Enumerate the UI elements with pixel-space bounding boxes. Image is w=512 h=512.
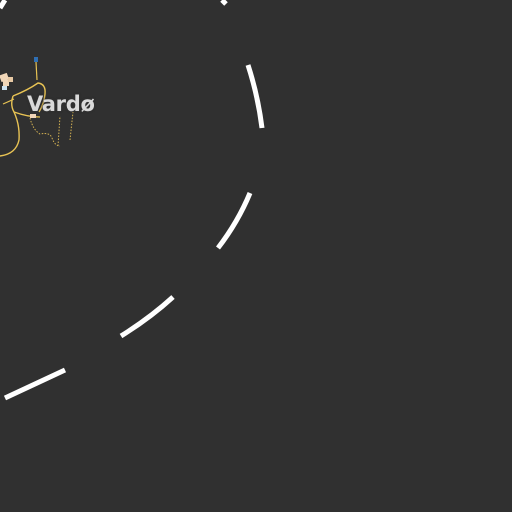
- main-road: [2, 98, 15, 105]
- main-road: [35, 61, 38, 81]
- town-features: [0, 57, 74, 157]
- boundary-dash-segment: [0, 0, 8, 10]
- boundary-dash-segment: [3, 367, 67, 401]
- building: [2, 86, 7, 90]
- place-label-vardo[interactable]: Vardø: [27, 92, 95, 116]
- track: [57, 115, 61, 147]
- poi-marker-icon: [34, 57, 38, 62]
- track: [29, 117, 61, 147]
- main-road: [0, 95, 20, 157]
- building: [8, 77, 13, 82]
- boundary-dash-segment: [245, 64, 265, 129]
- building: [0, 72, 10, 83]
- boundary-dash-segment: [119, 295, 175, 339]
- boundary-dash-segment: [216, 192, 253, 250]
- building: [30, 114, 36, 118]
- building: [3, 80, 9, 86]
- boundary-line: [0, 0, 265, 401]
- main-road: [12, 82, 46, 113]
- main-road: [13, 111, 41, 118]
- boundary-dash-segment: [220, 0, 228, 6]
